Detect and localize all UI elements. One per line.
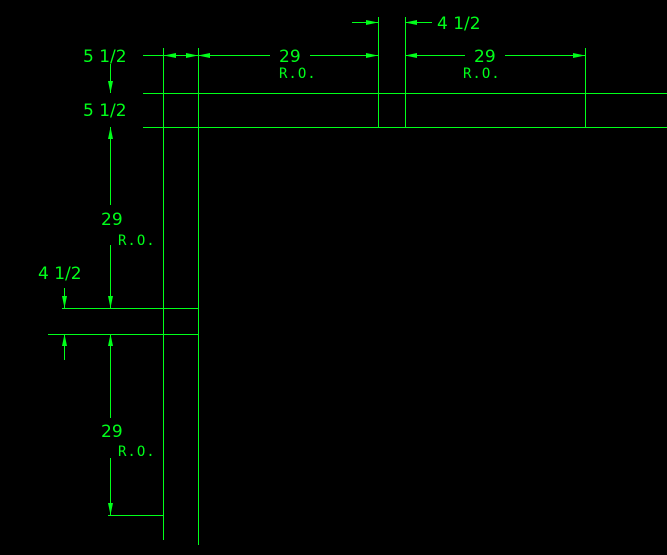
label-top-opening-2-note: R.O.: [463, 66, 501, 82]
arrow-top-width-left: [164, 53, 176, 58]
label-left-opening-1-note: R.O.: [118, 233, 156, 249]
arrow-top-gap-left: [366, 20, 378, 25]
label-left-opening-1: 29: [101, 210, 123, 230]
arrow-left-gap-bottom: [62, 334, 67, 346]
label-left-opening-2-note: R.O.: [118, 444, 156, 460]
arrow-top-open2-left: [405, 53, 417, 58]
label-top-left-width: 5 1/2: [83, 47, 127, 67]
arrow-top-width-right: [186, 53, 198, 58]
arrow-left-plate-top: [108, 81, 113, 93]
arrow-left-open1-bottom: [108, 296, 113, 308]
arrow-left-open2-top: [108, 334, 113, 346]
label-left-gap: 4 1/2: [38, 264, 82, 284]
label-top-opening-1: 29: [279, 47, 301, 67]
arrow-top-open2-right: [573, 53, 585, 58]
arrow-left-gap-top: [62, 296, 67, 308]
arrow-top-open1-left: [198, 53, 210, 58]
label-top-gap: 4 1/2: [437, 14, 481, 34]
label-top-opening-2: 29: [474, 47, 496, 67]
label-top-opening-1-note: R.O.: [279, 66, 317, 82]
arrow-top-gap-right: [405, 20, 417, 25]
arrow-left-open2-bottom: [108, 503, 113, 515]
label-left-opening-2: 29: [101, 422, 123, 442]
label-top-left-height: 5 1/2: [83, 101, 127, 121]
arrow-top-open1-right: [366, 53, 378, 58]
